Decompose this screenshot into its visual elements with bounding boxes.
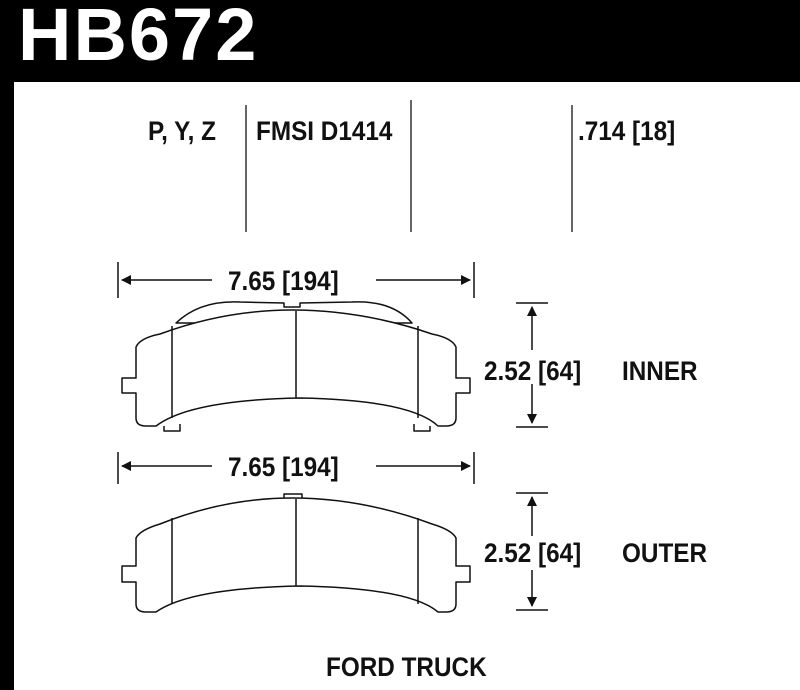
- fmsi-number: FMSI D1414: [256, 116, 393, 146]
- inner-pad-label: INNER: [622, 356, 698, 386]
- outer-pad-label: OUTER: [622, 538, 708, 568]
- outer-width-dimension: [117, 452, 475, 484]
- compound-codes: P, Y, Z: [148, 116, 217, 146]
- application-label: FORD TRUCK: [326, 652, 487, 682]
- inner-height-label: 2.52 [64]: [484, 356, 582, 386]
- pad-thickness: .714 [18]: [578, 116, 676, 146]
- outer-height-label: 2.52 [64]: [484, 538, 582, 568]
- outer-width-label: 7.65 [194]: [228, 452, 339, 482]
- inner-width-label: 7.65 [194]: [228, 266, 339, 296]
- outer-height-dimension: [516, 492, 548, 611]
- inner-pad-outline: [121, 301, 471, 432]
- inner-height-dimension: [516, 302, 548, 428]
- column-dividers: [245, 100, 573, 232]
- header-bar: HB672: [0, 0, 800, 82]
- inner-width-dimension: [117, 262, 475, 298]
- part-number-title: HB672: [18, 0, 259, 76]
- outer-pad-outline: [121, 493, 471, 613]
